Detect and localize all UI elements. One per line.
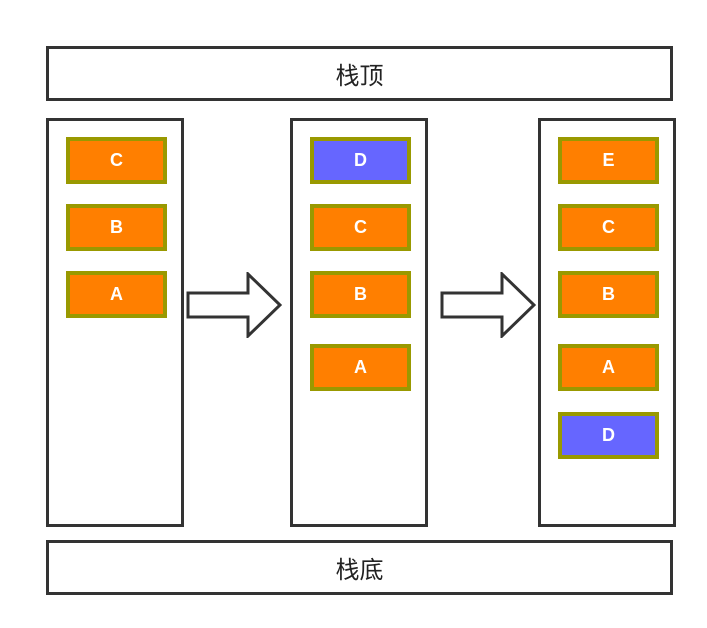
stack-block: B: [66, 204, 167, 251]
stack-top-label: 栈顶: [335, 62, 384, 90]
stack-state-3: E C B A D: [538, 118, 676, 527]
stack-state-2: D C B A: [290, 118, 428, 527]
stack-block: A: [558, 344, 659, 391]
stack-block: C: [66, 137, 167, 184]
stack-block: C: [558, 204, 659, 251]
stack-block: A: [66, 271, 167, 318]
stack-block: E: [558, 137, 659, 184]
stack-state-1: C B A: [46, 118, 184, 527]
right-arrow-icon: [440, 272, 536, 338]
stack-block: D: [310, 137, 411, 184]
right-arrow-icon: [186, 272, 282, 338]
stack-block: D: [558, 412, 659, 459]
stack-bottom-banner: 栈底: [46, 540, 673, 595]
stack-block: A: [310, 344, 411, 391]
stack-bottom-label: 栈底: [335, 556, 384, 584]
stack-block: C: [310, 204, 411, 251]
stack-block: B: [558, 271, 659, 318]
stack-block: B: [310, 271, 411, 318]
stack-top-banner: 栈顶: [46, 46, 673, 101]
